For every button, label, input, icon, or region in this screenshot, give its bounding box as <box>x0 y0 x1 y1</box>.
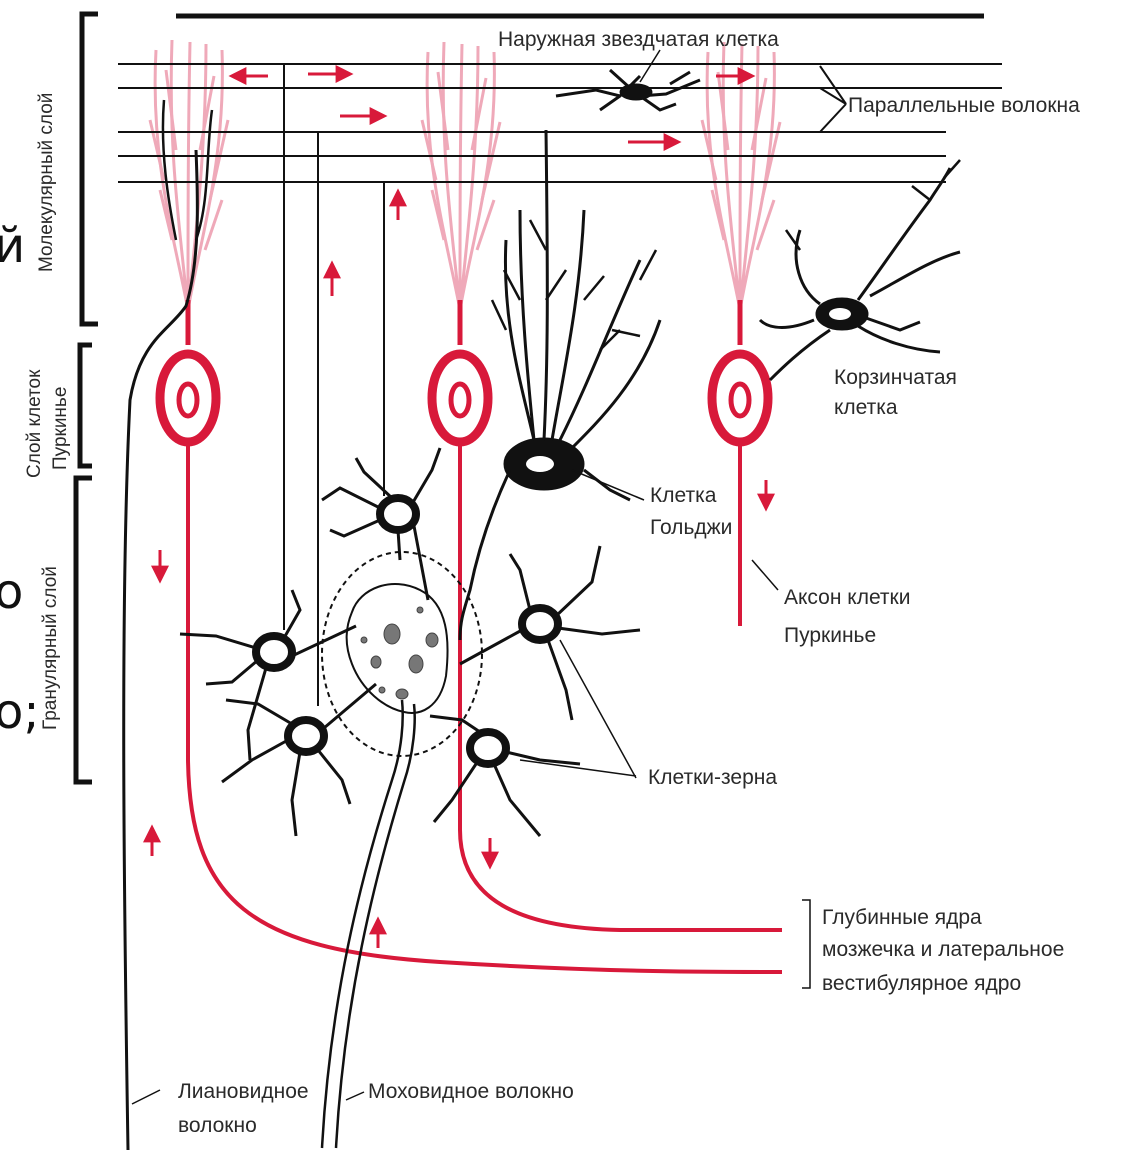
granular-layer-label: Гранулярный слой <box>40 566 61 730</box>
side-fragment-2: о <box>0 564 23 620</box>
purkinje-layer-bracket <box>80 345 92 466</box>
outer-stellate-label: Наружная звездчатая клетка <box>498 28 779 51</box>
deep-nuclei-label-3: вестибулярное ядро <box>822 972 1021 995</box>
parallel-fibers-label: Параллельные волокна <box>848 94 1080 117</box>
purkinje-axon-label-2: Пуркинье <box>784 624 876 647</box>
basket-cell-label-1: Корзинчатая <box>834 366 957 389</box>
granule-cell-1 <box>322 448 440 600</box>
granule-cell-5 <box>430 716 580 836</box>
side-fragment-3: о; <box>0 684 40 740</box>
outer-stellate-cell <box>556 70 700 110</box>
granule-cell-3 <box>222 684 376 836</box>
mossy-fiber-label: Моховидное волокно <box>368 1080 574 1103</box>
side-fragment-1: й <box>0 218 25 274</box>
climbing-fiber-label-1: Лиановидное <box>178 1080 309 1103</box>
golgi-cell-label-1: Клетка <box>650 484 717 507</box>
granular-layer-bracket <box>76 478 92 782</box>
deep-nuclei-label-2: мозжечка и латеральное <box>822 938 1064 961</box>
granule-cells-label: Клетки-зерна <box>648 766 777 789</box>
purkinje-axon-label-1: Аксон клетки <box>784 586 910 609</box>
granule-cell-2 <box>180 590 356 760</box>
climbing-fiber-label-2: волокно <box>178 1114 257 1137</box>
basket-cell-label-2: клетка <box>834 396 898 419</box>
purkinje-dendrites <box>150 40 780 310</box>
purkinje-layer-label-1: Слой клеток <box>24 369 45 478</box>
parallel-fibers <box>118 64 1002 182</box>
golgi-cell-label-2: Гольджи <box>650 516 732 539</box>
granule-cell-4 <box>460 546 640 720</box>
deep-nuclei-label-1: Глубинные ядра <box>822 906 982 929</box>
purkinje-cell-2 <box>432 300 488 442</box>
purkinje-layer-label-2: Пуркинье <box>50 387 71 470</box>
molecular-layer-bracket <box>82 14 98 324</box>
purkinje-cell-1 <box>160 300 216 442</box>
molecular-layer-label: Молекулярный слой <box>36 93 57 272</box>
parallel-fibers-pointer <box>820 66 846 132</box>
basket-cell <box>760 160 960 380</box>
